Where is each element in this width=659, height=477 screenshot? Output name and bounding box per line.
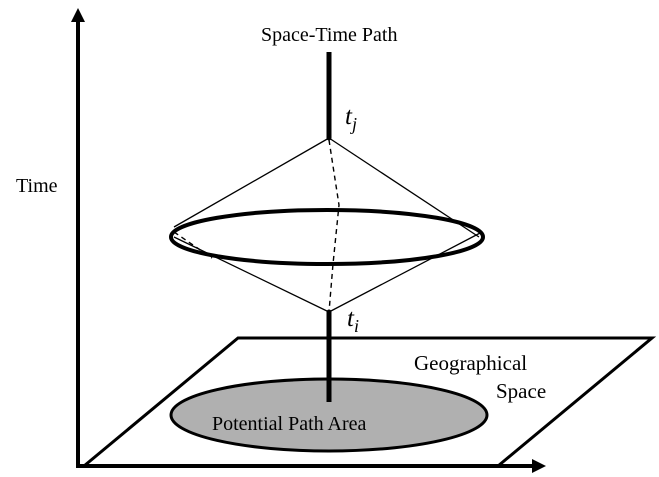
prism-ring	[169, 208, 485, 266]
geographical-space-plane	[79, 336, 657, 468]
time-axis-arrowhead	[71, 8, 85, 22]
dashed-path-left	[173, 231, 213, 259]
time-marker-tj-subscript: j	[350, 114, 357, 134]
geographical-space-label-line1: Geographical	[414, 351, 527, 375]
space-time-path-label: Space-Time Path	[261, 24, 397, 46]
geographical-space-label-line2: Space	[496, 379, 546, 403]
time-axis-label: Time	[16, 175, 58, 197]
time-marker-ti-subscript: i	[354, 316, 359, 336]
time-marker-ti-point	[326, 309, 332, 315]
time-marker-tj-base: t	[345, 103, 353, 130]
time-marker-tj-label: tj	[345, 103, 357, 134]
time-marker-ti-base: t	[347, 305, 355, 332]
time-marker-tj-point	[326, 135, 332, 141]
space-axis-arrowhead	[532, 459, 546, 473]
upper-cone-left-edge	[173, 137, 330, 228]
dashed-path-inside-prism	[328, 139, 340, 313]
potential-path-area-label: Potential Path Area	[212, 413, 367, 435]
space-time-prism	[173, 137, 483, 313]
time-marker-ti-label: ti	[347, 305, 359, 336]
lower-cone-right-edge	[328, 231, 483, 313]
